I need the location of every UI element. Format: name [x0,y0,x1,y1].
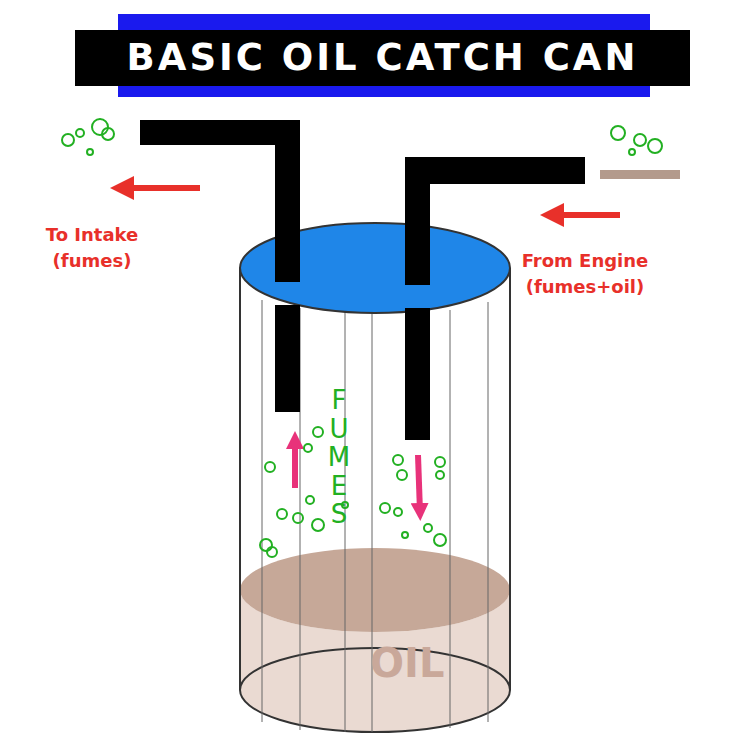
fume-bubbles [62,119,662,557]
flow-label: To Intake (fumes) [22,222,162,274]
flow-arrow [418,455,420,512]
flow-arrow [552,212,620,218]
flow-arrow [122,185,200,191]
pipes [140,120,585,440]
title-text: BASIC OIL CATCH CAN [75,30,690,86]
fumes-label: FUMES [326,386,352,529]
flow-arrow [292,440,298,488]
banner-box [75,30,690,86]
hose-stub [600,170,680,179]
flow-label: From Engine (fumes+oil) [500,248,670,300]
oil-label: OIL [370,640,444,686]
can-body [240,223,510,732]
